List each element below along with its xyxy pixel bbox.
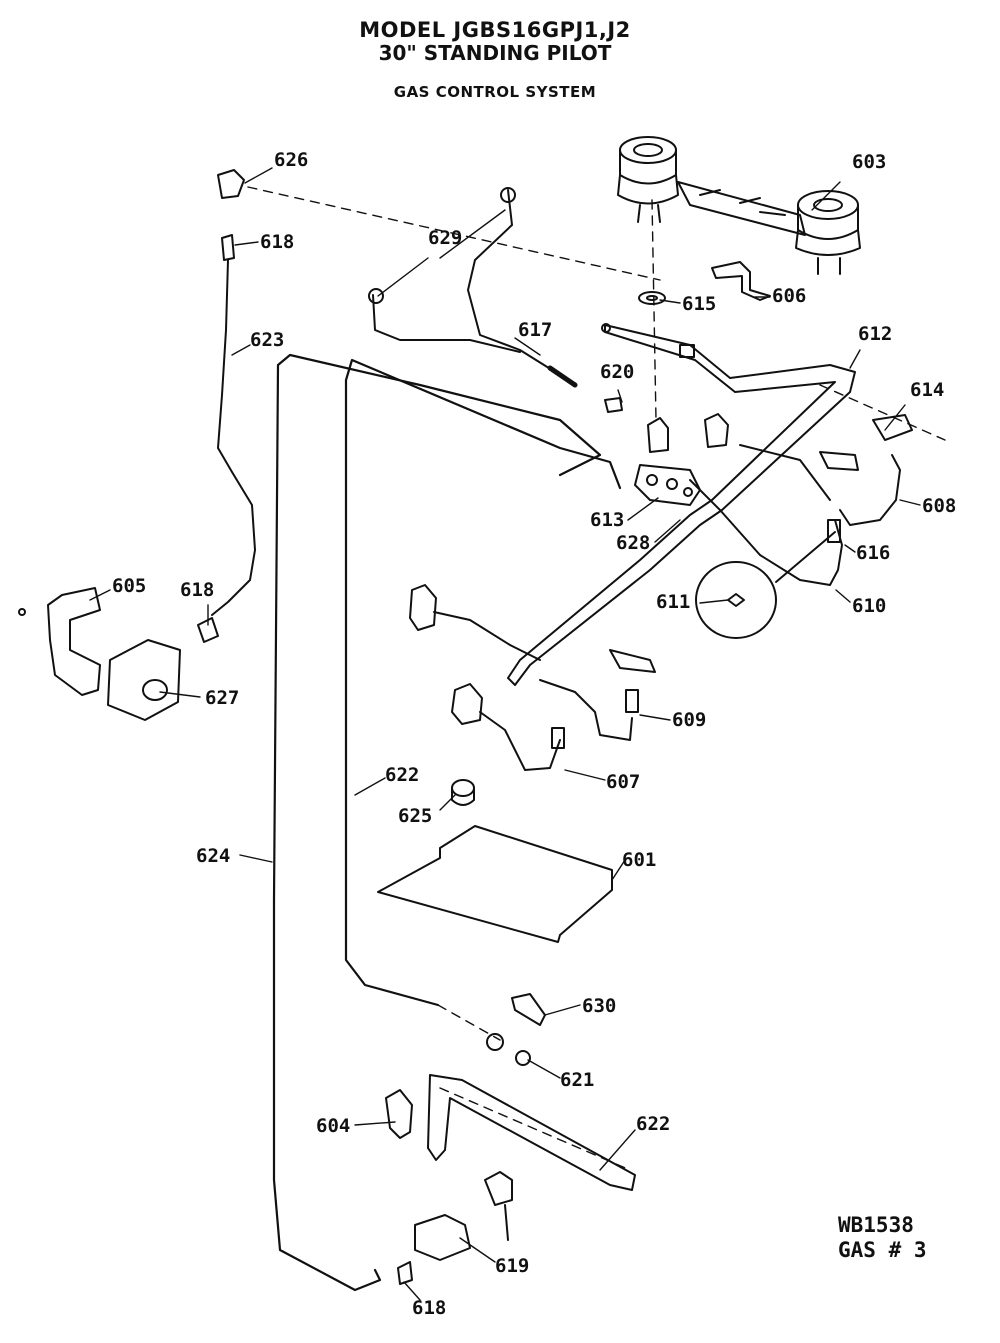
callout-615: 615	[682, 293, 717, 315]
gas-code: GAS # 3	[838, 1238, 927, 1262]
oven-pilot-line	[197, 169, 256, 643]
callout-611: 611	[656, 591, 691, 613]
alignment-lines	[247, 186, 946, 1171]
diagram-title-block: MODEL JGBS16GPJ1,J2 30" STANDING PILOT G…	[330, 18, 660, 102]
callout-619: 619	[495, 1255, 530, 1277]
valve-assembly	[634, 413, 729, 506]
callout-622-upper: 622	[385, 764, 420, 786]
callout-610: 610	[852, 595, 887, 617]
callout-620: 620	[600, 361, 635, 383]
callout-618-middle: 618	[180, 579, 215, 601]
pilot-tubing	[368, 187, 578, 388]
small-fitting	[604, 397, 623, 413]
model-subtitle: 30" STANDING PILOT	[378, 41, 612, 65]
callout-616: 616	[856, 542, 891, 564]
callout-609: 609	[672, 709, 707, 731]
drawing-code: WB1538	[838, 1213, 914, 1237]
callout-604: 604	[316, 1115, 351, 1137]
callout-614: 614	[910, 379, 945, 401]
leader-lines	[89, 167, 921, 1301]
callout-613: 613	[590, 509, 625, 531]
burner-cap-disc	[695, 531, 836, 639]
section-title: GAS CONTROL SYSTEM	[393, 83, 597, 101]
orifice-fittings-front	[409, 584, 656, 771]
thermostat-bracket	[18, 587, 181, 721]
oven-burner-tube	[385, 1074, 636, 1191]
callout-625: 625	[398, 805, 433, 827]
oven-fittings	[486, 1033, 531, 1066]
callout-626: 626	[274, 149, 309, 171]
oven-supply-tube	[344, 358, 622, 1007]
callout-621: 621	[560, 1069, 595, 1091]
callout-628: 628	[616, 532, 651, 554]
callout-618-lower: 618	[412, 1297, 447, 1319]
drawing-code-block: WB1538 GAS # 3	[838, 1213, 927, 1263]
model-title: MODEL JGBS16GPJ1,J2	[359, 18, 631, 42]
callout-622-lower: 622	[636, 1113, 671, 1135]
callout-623: 623	[250, 329, 285, 351]
callout-617: 617	[518, 319, 553, 341]
callout-612: 612	[858, 323, 893, 345]
callout-603: 603	[852, 151, 887, 173]
manifold-pipe	[507, 323, 856, 686]
callout-630: 630	[582, 995, 617, 1017]
callout-608: 608	[922, 495, 957, 517]
long-gas-tube	[272, 353, 602, 1292]
washer	[638, 291, 666, 305]
orifice-fittings-right	[689, 414, 913, 586]
insulation-sheet	[377, 825, 613, 943]
callout-606: 606	[772, 285, 807, 307]
hex-nut	[451, 779, 475, 806]
callout-601: 601	[622, 849, 657, 871]
callout-618-upper: 618	[260, 231, 295, 253]
top-burner-assembly	[617, 136, 861, 275]
burner-bracket	[711, 261, 771, 301]
callout-624: 624	[196, 845, 231, 867]
callout-607: 607	[606, 771, 641, 793]
spring-clip	[511, 993, 546, 1026]
callout-605: 605	[112, 575, 147, 597]
safety-valve	[397, 1171, 513, 1285]
callout-629: 629	[428, 227, 463, 249]
callout-627: 627	[205, 687, 240, 709]
